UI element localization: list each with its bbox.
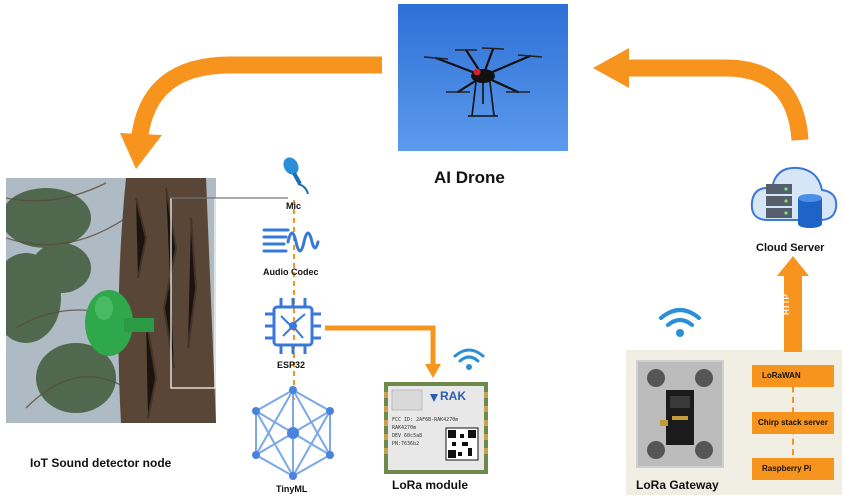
wifi-signal-icon-lora <box>452 346 486 372</box>
drone-photo <box>398 4 568 151</box>
arrow-cloud-to-drone <box>593 48 809 141</box>
lora-module-label: LoRa module <box>392 478 469 492</box>
arrow-gateway-to-cloud <box>777 256 809 352</box>
tinyml-label: TinyML <box>276 484 308 494</box>
lora-brand: RAK <box>440 389 466 403</box>
stack-box-chirpstack <box>752 412 834 434</box>
gateway-label: LoRa Gateway <box>636 478 719 492</box>
wifi-signal-icon-gateway <box>658 306 702 340</box>
lora-module-board <box>384 382 488 474</box>
stack-label-raspberry-pi: Raspberry Pi <box>762 464 812 473</box>
lora-print-line: DEV 60c5a8 <box>392 433 423 439</box>
cloud-server-label: Cloud Server <box>756 242 825 254</box>
mic-icon <box>278 156 312 196</box>
arrow-drone-to-node <box>120 56 382 169</box>
lora-print-lines: FCC ID: 2AF6B-RAK4270m RAK4270m DEV 60c5… <box>392 416 458 448</box>
stack-label-lorawan: LoRaWAN <box>762 371 801 380</box>
http-label: HTTP <box>782 294 791 315</box>
mic-label: Mic <box>286 201 302 211</box>
audio-codec-icon <box>262 222 322 262</box>
arrow-esp32-to-lora <box>325 325 441 378</box>
stack-label-chirpstack: Chirp stack server <box>758 418 828 427</box>
drone-label: AI Drone <box>434 168 505 187</box>
stack-box-lorawan <box>752 365 834 387</box>
gateway-photo <box>636 360 724 468</box>
sensor-node-photo <box>6 178 216 423</box>
tinyml-network-icon <box>250 386 336 480</box>
audio-codec-label: Audio Codec <box>263 267 319 277</box>
lora-print-line: RAK4270m <box>392 425 417 431</box>
lora-print-line: PN:7636b2 <box>392 441 420 447</box>
sensor-node-label: IoT Sound detector node <box>30 456 172 470</box>
esp32-chip-icon <box>263 296 323 356</box>
cloud-server-icon <box>748 150 840 242</box>
stack-box-raspberry-pi <box>752 458 834 480</box>
lora-print-line: FCC ID: 2AF6B-RAK4270m <box>392 417 459 423</box>
mic-connector <box>170 197 288 199</box>
esp32-label: ESP32 <box>277 360 306 370</box>
